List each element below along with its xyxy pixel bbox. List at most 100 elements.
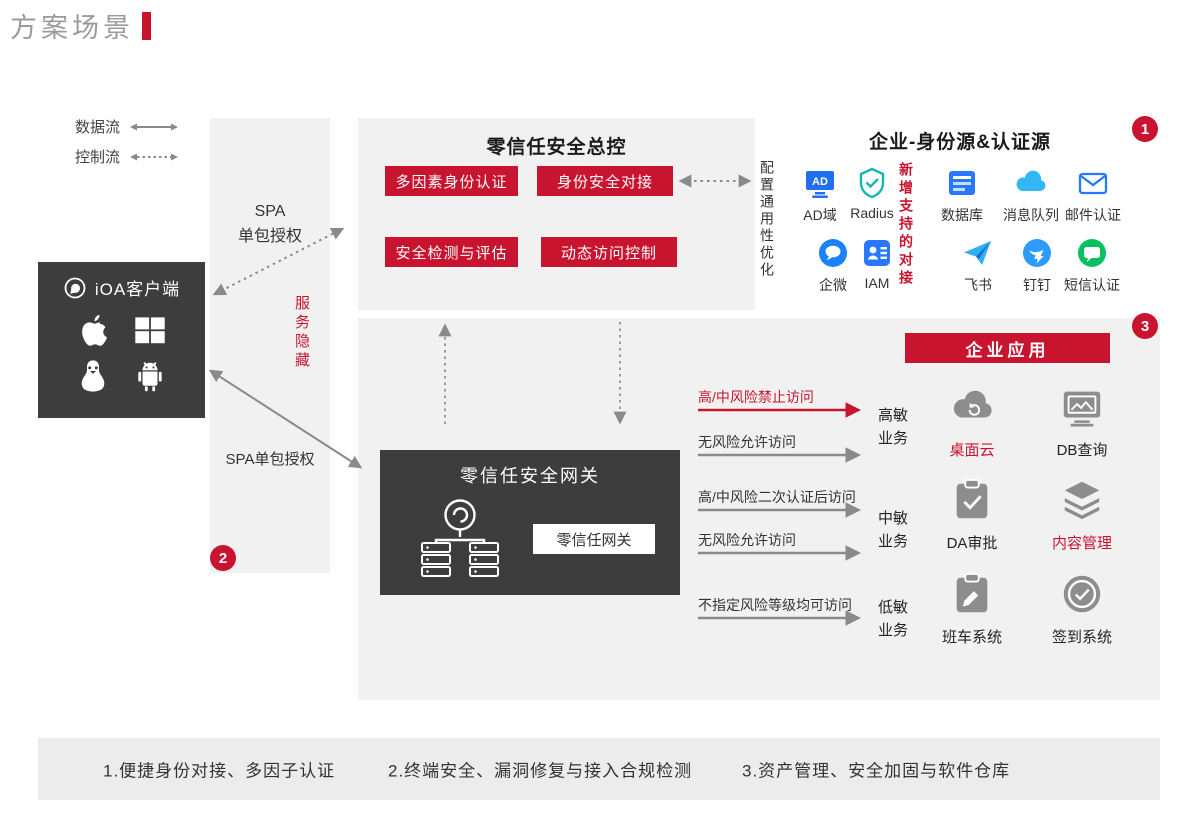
- app-desktop-cloud: 桌面云: [932, 384, 1012, 460]
- tier-low-sensitivity: 低敏 业务: [877, 599, 908, 639]
- app-db-query: DB查询: [1042, 384, 1122, 460]
- data-flow-legend-row: 数据流: [75, 116, 180, 137]
- identity-source-feishu: 飞书: [943, 236, 1013, 295]
- identity-source-label: 企微: [819, 277, 847, 293]
- gateway-button: 零信任网关: [533, 524, 655, 554]
- flow-legend: 数据流 控制流: [75, 116, 180, 167]
- identity-source-label: 消息队列: [1003, 207, 1059, 223]
- identity-source-label: 邮件认证: [1065, 207, 1121, 223]
- control-flow-label: 控制流: [75, 149, 121, 166]
- page-title: 方案场景: [10, 6, 151, 45]
- tier-high-sensitivity: 高敏 业务: [877, 407, 908, 447]
- title-accent-bar-icon: [142, 11, 151, 40]
- app-label: DA审批: [946, 535, 998, 552]
- control-center-panel: [358, 118, 755, 310]
- app-da-approval: DA审批: [932, 477, 1012, 553]
- desktop-cloud-icon: [953, 390, 992, 418]
- wecom-icon: [819, 239, 847, 267]
- spa-auth-bottom-label: SPA单包授权: [225, 451, 315, 468]
- footer-bar: 1.便捷身份对接、多因子认证 2.终端安全、漏洞修复与接入合规检测 3.资产管理…: [38, 738, 1160, 800]
- solid-double-arrow-icon: [130, 123, 179, 130]
- control-flow-legend-row: 控制流: [75, 146, 180, 167]
- access-rule-label-any: 不指定风险等级均可访问: [698, 597, 852, 613]
- identity-source-label: IAM: [864, 275, 890, 291]
- app-label: DB查询: [1056, 442, 1108, 459]
- ioa-client-label: iOA客户端: [94, 280, 181, 299]
- access-rule-label-allow-2: 无风险允许访问: [698, 532, 796, 548]
- zero-trust-gateway-box: 零信任安全网关 零信任网关: [380, 450, 680, 595]
- android-os-icon: [138, 362, 162, 392]
- dynamic-access-button: 动态访问控制: [541, 237, 677, 267]
- footer-item-3: 3.资产管理、安全加固与软件仓库: [742, 761, 1011, 781]
- security-detection-button: 安全检测与评估: [385, 237, 518, 267]
- enterprise-apps-header: 企业应用: [905, 333, 1110, 363]
- config-optimization-vertical-label: 配置通用性优化: [759, 160, 775, 279]
- ioa-client-box: iOA客户端: [38, 262, 205, 418]
- service-hiding-label: 服务隐藏: [293, 295, 310, 371]
- app-content-management: 内容管理: [1042, 477, 1122, 553]
- gateway-title: 零信任安全网关: [460, 466, 600, 486]
- spa-zone-panel: [210, 118, 330, 573]
- ad-domain-icon: AD: [806, 171, 834, 198]
- step-1-badge: 1: [1132, 116, 1158, 142]
- identity-sources-title: 企业-身份源&认证源: [868, 132, 1052, 153]
- app-label: 签到系统: [1051, 629, 1112, 646]
- tier-medium-sensitivity: 中敏 业务: [877, 510, 908, 550]
- database-icon: [949, 171, 975, 195]
- identity-source-sms: 短信认证: [1057, 236, 1127, 295]
- approval-clipboard-icon: [956, 478, 988, 519]
- access-rule-label-allow-1: 无风险允许访问: [698, 434, 796, 450]
- page-title-text: 方案场景: [10, 13, 134, 43]
- db-query-monitor-icon: [1063, 391, 1101, 427]
- radius-shield-icon: [859, 167, 885, 199]
- app-checkin-system: 签到系统: [1042, 571, 1122, 647]
- access-rule-label-second-auth: 高/中风险二次认证后访问: [698, 489, 856, 505]
- access-rule-label-forbid: 高/中风险禁止访问: [698, 389, 814, 405]
- gateway-server-icon: [421, 499, 499, 577]
- identity-connect-button: 身份安全对接: [537, 166, 673, 196]
- identity-source-label: 钉钉: [1023, 277, 1051, 293]
- new-supported-vertical-label: 新增支持的对接: [898, 162, 914, 288]
- windows-os-icon: [135, 317, 165, 344]
- mail-auth-icon: [1078, 172, 1108, 195]
- identity-source-label: 数据库: [941, 207, 983, 223]
- identity-source-label: AD域: [803, 207, 837, 223]
- identity-source-mail: 邮件认证: [1058, 166, 1128, 225]
- spa-auth-top-label: SPA 单包授权: [237, 203, 302, 245]
- control-center-title: 零信任安全总控: [486, 137, 627, 158]
- identity-source-dingtalk: 钉钉: [1002, 236, 1072, 295]
- identity-source-wecom: 企微: [798, 236, 868, 295]
- svg-text:AD: AD: [812, 176, 828, 188]
- ioa-logo-icon: [64, 277, 86, 298]
- apple-os-icon: [81, 314, 107, 346]
- iam-icon: [864, 240, 890, 266]
- app-label: 桌面云: [949, 442, 995, 459]
- app-label: 班车系统: [941, 629, 1002, 646]
- sms-auth-icon: [1078, 239, 1106, 267]
- data-flow-label: 数据流: [75, 119, 121, 136]
- step-3-badge: 3: [1132, 313, 1158, 339]
- identity-source-label: 短信认证: [1064, 277, 1120, 293]
- footer-item-2: 2.终端安全、漏洞修复与接入合规检测: [388, 761, 693, 781]
- checkin-circle-icon: [1063, 575, 1101, 613]
- message-queue-cloud-icon: [1016, 170, 1046, 191]
- identity-source-database: 数据库: [927, 166, 997, 225]
- footer-item-1: 1.便捷身份对接、多因子认证: [103, 761, 336, 781]
- identity-source-ad: AD AD域: [785, 166, 855, 225]
- shuttle-clipboard-icon: [956, 572, 988, 613]
- identity-source-label: Radius: [850, 205, 894, 221]
- app-label: 内容管理: [1051, 535, 1112, 552]
- dingtalk-icon: [1023, 239, 1051, 267]
- identity-source-radius: Radius: [837, 166, 907, 221]
- ioa-client-header: iOA客户端: [38, 275, 205, 300]
- content-layers-icon: [1064, 481, 1100, 520]
- identity-source-iam: IAM: [842, 236, 912, 291]
- step-2-badge: 2: [210, 545, 236, 571]
- mfa-auth-button: 多因素身份认证: [385, 166, 518, 196]
- linux-os-icon: [81, 360, 105, 392]
- os-icon-grid: [38, 300, 205, 394]
- dotted-double-arrow-icon: [130, 153, 179, 160]
- identity-source-message-queue: 消息队列: [996, 166, 1066, 225]
- feishu-icon: [964, 241, 991, 265]
